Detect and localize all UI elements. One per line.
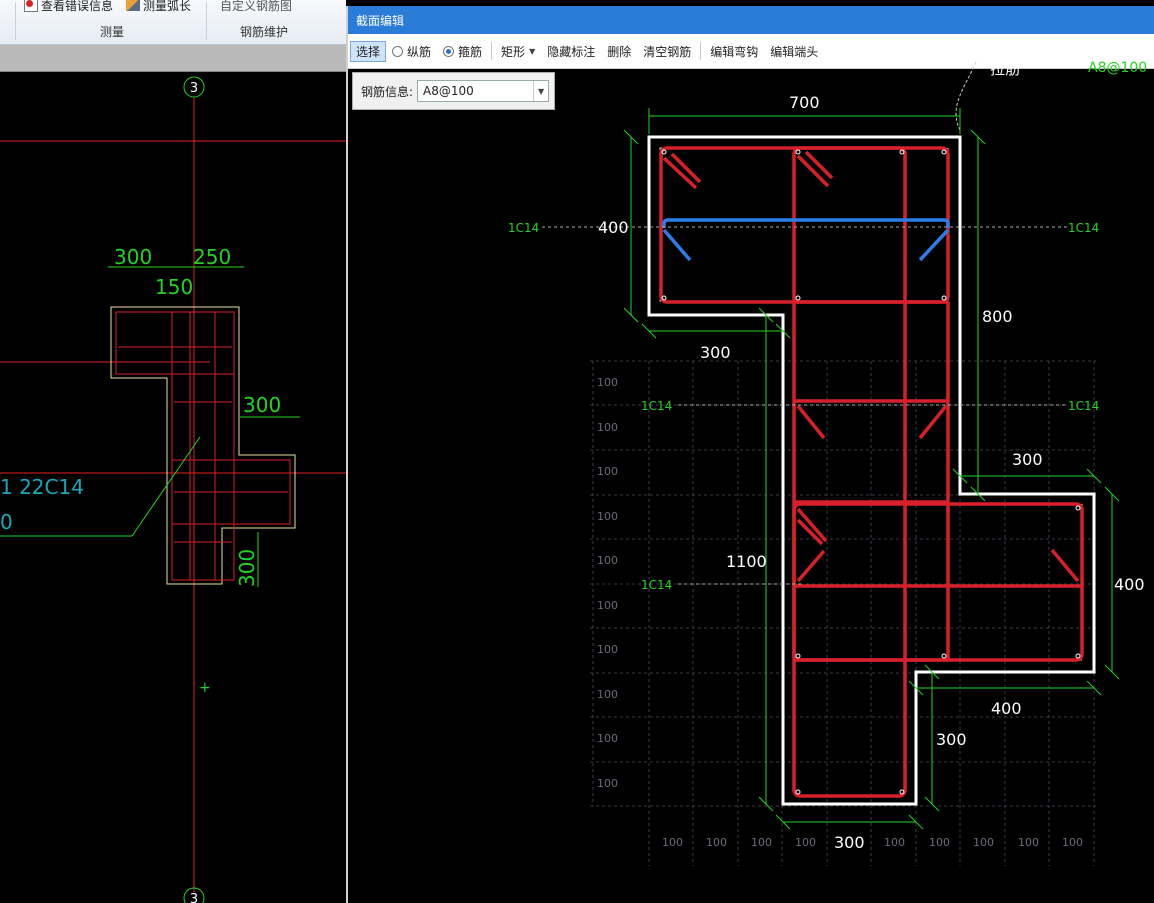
chevron-down-icon[interactable]: ▼ xyxy=(533,81,548,101)
svg-text:100: 100 xyxy=(597,465,618,478)
svg-text:100: 100 xyxy=(597,732,618,745)
svg-text:800: 800 xyxy=(982,307,1013,326)
rebar-label-right-1: 1C14 xyxy=(1068,221,1099,235)
ruler-icon xyxy=(126,0,140,11)
note-tie: 拉筋 xyxy=(990,60,1020,78)
ribbon-separator xyxy=(206,2,207,40)
tab-strip xyxy=(0,45,346,72)
dim-300-right: 300 xyxy=(243,393,281,417)
rebar-info-combo[interactable]: A8@100 ▼ xyxy=(417,80,550,102)
svg-text:400: 400 xyxy=(598,218,629,237)
axis-label: 3 xyxy=(190,81,198,96)
svg-text:300: 300 xyxy=(1012,450,1043,469)
rebar-info-panel: 钢筋信息: A8@100 ▼ xyxy=(352,72,555,110)
rebar-note-2: 0 xyxy=(0,510,13,534)
svg-text:300: 300 xyxy=(936,730,967,749)
stirrup-radio[interactable]: 箍筋 xyxy=(437,41,488,62)
svg-text:100: 100 xyxy=(884,836,905,849)
rebar-label-left-3: 1C14 xyxy=(641,578,672,592)
measure-arc-button[interactable]: 测量弧长 xyxy=(126,0,191,14)
rebar-note: 1 22C14 xyxy=(0,475,84,499)
rectangle-dropdown[interactable]: 矩形▼ xyxy=(501,44,536,59)
rebar-label-left-2: 1C14 xyxy=(641,399,672,413)
svg-text:100: 100 xyxy=(597,643,618,656)
background-grid xyxy=(590,360,1096,866)
svg-text:700: 700 xyxy=(789,93,820,112)
svg-text:100: 100 xyxy=(597,376,618,389)
svg-text:100: 100 xyxy=(795,836,816,849)
svg-text:100: 100 xyxy=(662,836,683,849)
svg-text:300: 300 xyxy=(834,833,865,852)
dim-250-top: 250 xyxy=(193,245,231,269)
toolbar-separator xyxy=(700,42,702,60)
svg-text:100: 100 xyxy=(597,554,618,567)
delete-button[interactable]: 删除 xyxy=(607,44,632,59)
cross-marker: + xyxy=(199,680,211,696)
axis-label-bottom: 3 xyxy=(190,892,198,903)
grid-labels: 100 100 100 100 100 100 100 100 100 100 … xyxy=(597,376,1083,849)
dialog-toolbar: 选择 纵筋 箍筋 矩形▼ 隐藏标注 删除 清空钢筋 编辑弯钩 编辑端头 xyxy=(348,34,1154,69)
rebar-label-left-1: 1C14 xyxy=(508,221,539,235)
axis-bubble xyxy=(183,76,205,98)
svg-text:100: 100 xyxy=(973,836,994,849)
section-edit-dialog: 截面编辑 选择 纵筋 箍筋 矩形▼ 隐藏标注 删除 清空钢筋 编辑弯钩 编辑端头 xyxy=(346,6,1154,903)
ribbon-separator xyxy=(15,2,16,40)
radio-selected-icon xyxy=(443,45,455,57)
longitudinal-radio[interactable]: 纵筋 xyxy=(386,41,437,62)
chevron-down-icon: ▼ xyxy=(529,46,536,56)
edit-hook-button[interactable]: 编辑弯钩 xyxy=(710,44,759,59)
ribbon: 查看错误信息 测量弧长 自定义钢筋图 测量 钢筋维护 xyxy=(0,0,346,45)
hide-dims-button[interactable]: 隐藏标注 xyxy=(547,44,596,59)
rebar-label-right-2: 1C14 xyxy=(1068,399,1099,413)
svg-text:400: 400 xyxy=(1114,575,1145,594)
radio-icon xyxy=(392,45,404,57)
rebar-points xyxy=(661,149,1081,795)
note-leader xyxy=(955,61,977,131)
dimension-texts: 700 400 800 300 300 1100 400 400 300 300 xyxy=(598,93,1145,852)
svg-text:100: 100 xyxy=(597,510,618,523)
svg-text:100: 100 xyxy=(597,777,618,790)
svg-text:100: 100 xyxy=(597,688,618,701)
clear-rebar-button[interactable]: 清空钢筋 xyxy=(643,44,692,59)
dialog-titlebar[interactable]: 截面编辑 xyxy=(348,6,1154,34)
custom-rebar-button[interactable]: 自定义钢筋图 xyxy=(220,0,293,13)
group-label-rebar-maintain: 钢筋维护 xyxy=(240,25,289,39)
view-error-info-button[interactable]: 查看错误信息 xyxy=(24,0,113,14)
dim-300-top: 300 xyxy=(114,245,152,269)
toolbar-separator xyxy=(491,42,493,60)
rebar-annotation-lines xyxy=(542,226,1068,585)
rebar-stirrup xyxy=(171,459,291,525)
left-cad-canvas[interactable]: 3 3 + 300 250 150 300 300 1 22C14 0 xyxy=(0,72,346,903)
svg-text:1100: 1100 xyxy=(726,552,767,571)
rebar-stirrup xyxy=(115,311,235,375)
section-canvas[interactable]: 100 100 100 100 100 100 100 100 100 100 … xyxy=(348,6,1154,903)
svg-text:100: 100 xyxy=(597,421,618,434)
edit-end-button[interactable]: 编辑端头 xyxy=(770,44,819,59)
leader-line xyxy=(131,436,201,537)
svg-text:100: 100 xyxy=(597,599,618,612)
select-tool[interactable]: 选择 xyxy=(350,40,387,62)
axis-bubble-bottom xyxy=(183,887,205,903)
tie-bar-selected[interactable] xyxy=(662,218,950,262)
rebar-stirrup xyxy=(171,311,235,581)
svg-text:400: 400 xyxy=(991,699,1022,718)
svg-text:100: 100 xyxy=(751,836,772,849)
svg-text:100: 100 xyxy=(1018,836,1039,849)
dimension-lines xyxy=(623,108,1120,830)
svg-text:100: 100 xyxy=(1062,836,1083,849)
hooks xyxy=(662,150,1080,583)
svg-text:100: 100 xyxy=(706,836,727,849)
rebar-info-value: A8@100 xyxy=(423,84,474,98)
svg-text:100: 100 xyxy=(929,836,950,849)
svg-text:300: 300 xyxy=(700,343,731,362)
note-stirrup-spec: A8@100 xyxy=(1088,60,1147,76)
dialog-title: 截面编辑 xyxy=(356,13,405,28)
section-outline xyxy=(647,135,1096,806)
error-info-icon xyxy=(24,0,38,12)
section-outline xyxy=(110,306,296,585)
dim-300-bottom-right: 300 xyxy=(235,549,259,587)
group-label-measure: 测量 xyxy=(100,25,125,39)
rebar-info-label: 钢筋信息: xyxy=(361,84,414,99)
dim-150: 150 xyxy=(155,275,193,299)
